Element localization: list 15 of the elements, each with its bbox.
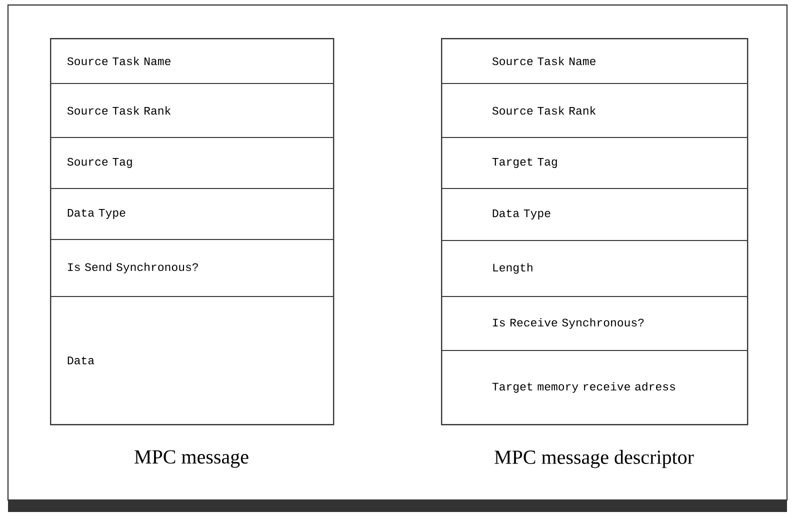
- table-cell: Data Type: [441, 188, 748, 241]
- table-cell: Length: [441, 240, 748, 297]
- table-cell: Data: [50, 296, 334, 425]
- table-cell: Source Task Name: [441, 38, 748, 84]
- table-cell: Source Tag: [50, 137, 334, 189]
- table-cell: Source Task Name: [50, 38, 334, 84]
- table-cell: Is Receive Synchronous?: [441, 296, 748, 351]
- table-caption: MPC message descriptor: [494, 450, 694, 468]
- table-cell: Target Tag: [441, 137, 748, 189]
- table-cell: Data Type: [50, 188, 334, 240]
- table-cell: Is Send Synchronous?: [50, 239, 334, 297]
- table-cell: Target memory receive adress: [441, 350, 748, 425]
- table-cell: Source Task Rank: [50, 83, 334, 138]
- table-cell: Source Task Rank: [441, 83, 748, 138]
- table-caption: MPC message: [134, 450, 248, 468]
